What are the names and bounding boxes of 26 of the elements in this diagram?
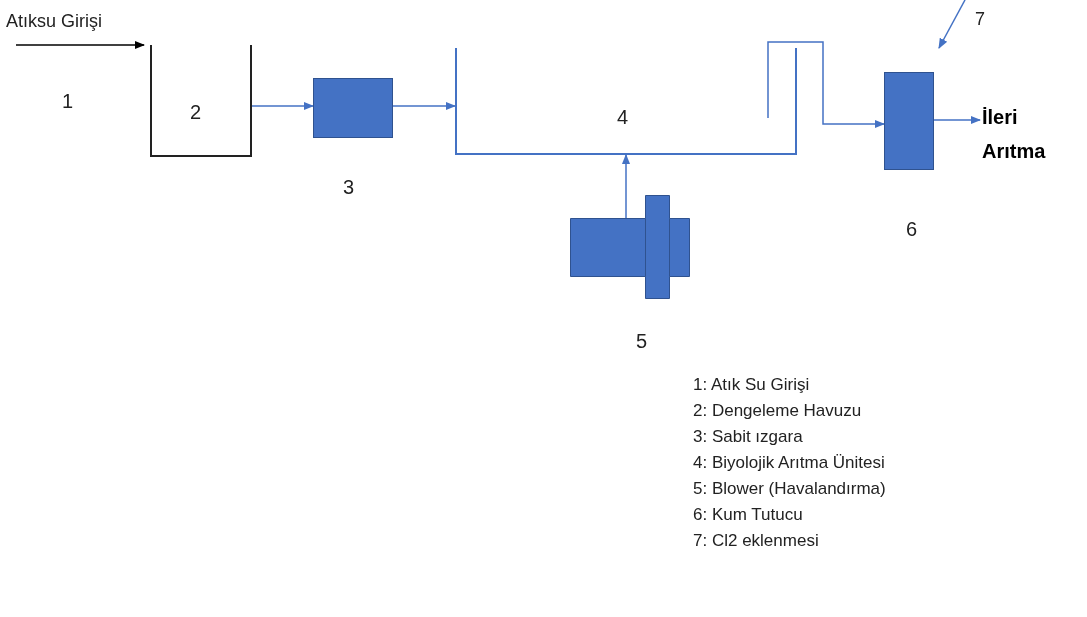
legend-entry: 1: Atık Su Girişi [693, 374, 811, 396]
legend-entry: 6: Kum Tutucu [693, 504, 804, 526]
flow-arrow [15, 40, 146, 50]
legend-entry: 2: Dengeleme Havuzu [693, 400, 863, 422]
flow-arrow [621, 153, 631, 219]
legend-entry: 7: Cl2 eklenmesi [693, 530, 820, 552]
legend-entry: 3: Sabit ızgara [693, 426, 804, 448]
unit-number: 6 [906, 217, 918, 242]
flow-arrow [392, 101, 457, 111]
unit-number: 5 [636, 329, 648, 354]
flow-arrow [767, 41, 886, 129]
legend-entry: 4: Biyolojik Arıtma Ünitesi [693, 452, 886, 474]
unit-number: 2 [190, 100, 202, 125]
process-box [884, 72, 934, 170]
flow-label: İleri Arıtma [982, 100, 1082, 170]
flow-arrow [251, 101, 315, 111]
flow-arrow [938, 0, 966, 49]
process-box [313, 78, 393, 138]
flow-label: 7 [975, 6, 999, 34]
flow-label: Atıksu Girişi [6, 8, 146, 34]
blower-drawing [570, 195, 690, 299]
unit-number: 4 [617, 105, 629, 130]
legend-entry: 5: Blower (Havalandırma) [693, 478, 886, 500]
unit-number: 1 [62, 89, 74, 114]
unit-number: 3 [343, 175, 355, 200]
flow-arrow [933, 115, 982, 125]
